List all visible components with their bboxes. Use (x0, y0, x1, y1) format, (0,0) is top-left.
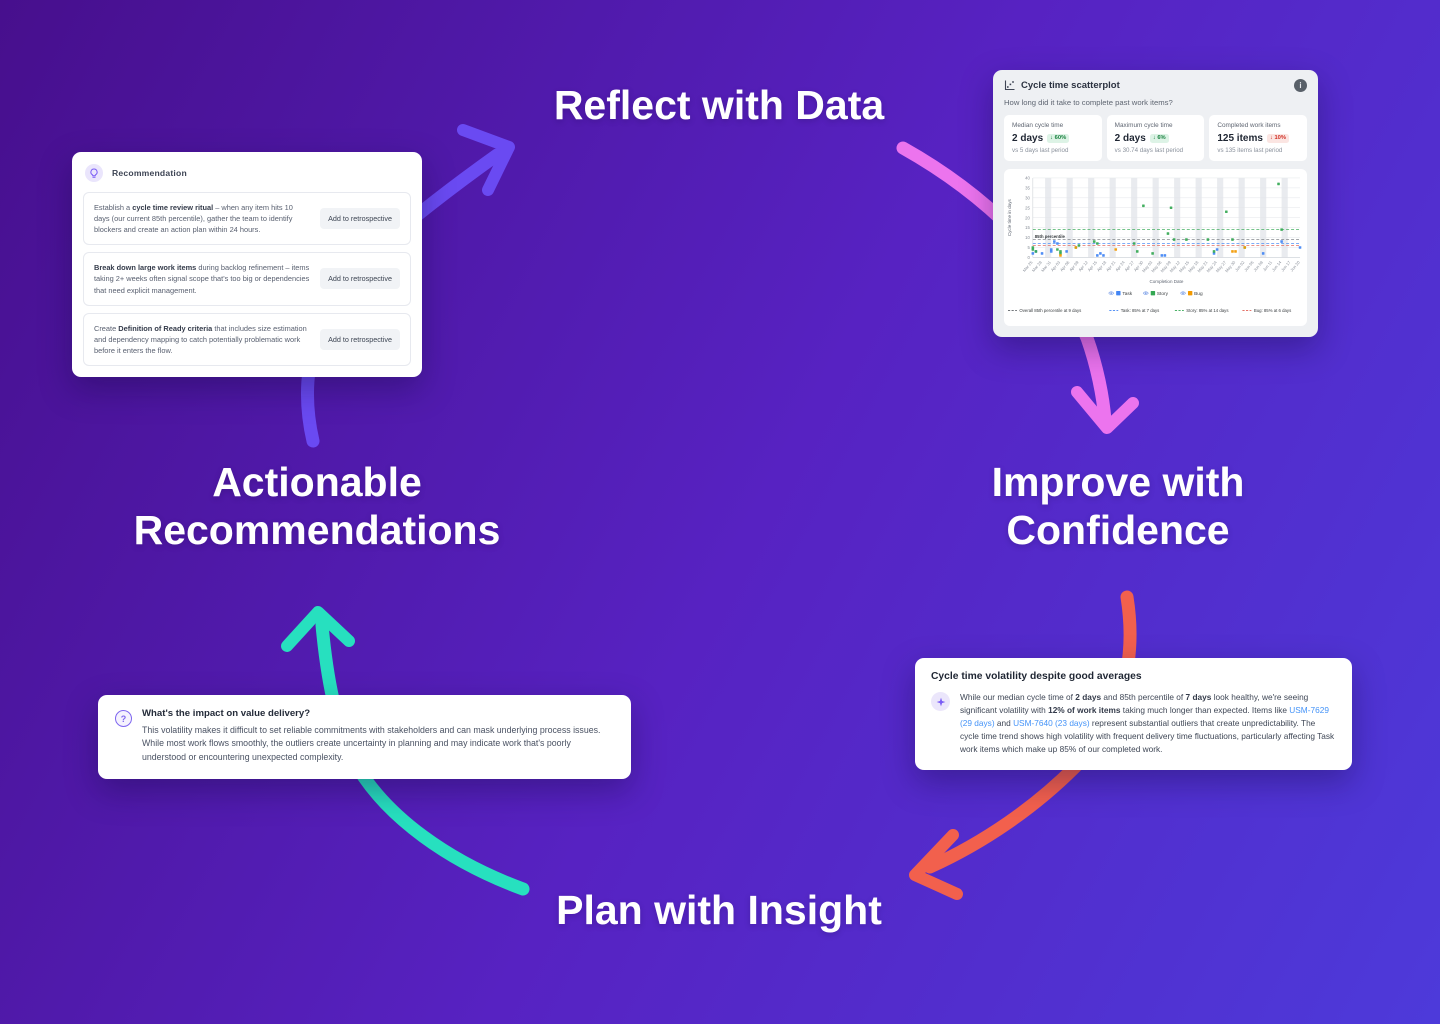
legend-item-story[interactable]: Story (1142, 291, 1169, 297)
headline-line: Actionable (212, 459, 422, 505)
stat-comparison: vs 5 days last period (1012, 147, 1069, 154)
stat-label: Completed work items (1217, 122, 1281, 129)
add-to-retrospective-button[interactable]: Add to retrospective (320, 328, 400, 350)
headline-line: Improve with (991, 459, 1245, 505)
stat-comparison: vs 135 items last period (1217, 147, 1283, 154)
inline-link[interactable]: USM-7629 (29 days) (960, 705, 1329, 729)
trend-badge: ↓ 60% (1047, 133, 1070, 143)
svg-text:Story: 85% at 14 days: Story: 85% at 14 days (1186, 308, 1228, 313)
reference-line-legend: Bug: 85% at 6 days (1242, 308, 1291, 313)
trend-badge: ↓ 10% (1266, 133, 1290, 143)
svg-text:35: 35 (1025, 185, 1030, 190)
stat-completed-work-items: Completed work items 125 items ↓ 10% vs … (1209, 115, 1308, 161)
svg-text:Bug: Bug (1194, 291, 1203, 297)
reference-line-legend: Overall 85th percentile at 9 days (1007, 308, 1081, 313)
legend-item-task[interactable]: Task (1108, 291, 1133, 297)
volatility-title: Cycle time volatility despite good avera… (931, 671, 1142, 682)
headline-line: Recommendations (133, 507, 501, 553)
svg-text:40: 40 (1025, 176, 1030, 181)
stat-median-cycle-time: Median cycle time 2 days ↓ 60% vs 5 days… (1004, 115, 1102, 161)
svg-text:20: 20 (1025, 215, 1030, 220)
svg-text:10: 10 (1025, 235, 1030, 240)
svg-text:30: 30 (1025, 195, 1030, 200)
stat-maximum-cycle-time: Maximum cycle time 2 days ↓ 6% vs 30.74 … (1106, 115, 1205, 161)
svg-text:5: 5 (1027, 245, 1030, 250)
volatility-insight-card: Cycle time volatility despite good avera… (915, 658, 1352, 771)
svg-text:Task: 85% at 7 days: Task: 85% at 7 days (1121, 308, 1160, 313)
impact-question-card: ? What's the impact on value delivery? T… (98, 695, 631, 780)
recommendation-text: Create Definition of Ready criteria that… (94, 323, 307, 355)
reference-line-legend: Story: 85% at 14 days (1174, 308, 1228, 313)
question-icon: ? (115, 710, 132, 727)
impact-title: What's the impact on value delivery? (142, 708, 311, 719)
recommendation-text: Establish a cycle time review ritual – w… (94, 203, 293, 235)
lightbulb-icon (85, 164, 103, 182)
headline-plan-with-insight: Plan with Insight (556, 887, 882, 933)
headline-improve-with-confidence: Improve with Confidence (992, 458, 1245, 554)
visibility-eye-icon (1142, 291, 1149, 296)
info-icon[interactable]: i (1294, 79, 1307, 92)
stat-label: Maximum cycle time (1114, 122, 1173, 129)
svg-text:Story: Story (1157, 291, 1169, 297)
stat-value: 125 items (1217, 132, 1263, 144)
recommendation-header: Recommendation (85, 164, 409, 182)
headline-line: Confidence (1006, 507, 1230, 553)
legend-item-bug[interactable]: Bug (1180, 291, 1203, 297)
recommendation-item: Break down large work items during backl… (83, 252, 411, 306)
volatility-body: While our median cycle time of 2 days an… (960, 692, 1335, 755)
svg-text:85th percentile: 85th percentile (1035, 234, 1066, 239)
visibility-eye-icon (1180, 291, 1187, 296)
svg-text:25: 25 (1025, 205, 1030, 210)
headline-reflect-with-data: Reflect with Data (553, 82, 885, 128)
visibility-eye-icon (1108, 291, 1115, 296)
add-to-retrospective-button[interactable]: Add to retrospective (320, 208, 400, 230)
svg-text:Cycle time in days: Cycle time in days (1007, 199, 1012, 237)
svg-text:Overall 85th percentile at 9 d: Overall 85th percentile at 9 days (1019, 308, 1081, 313)
svg-text:15: 15 (1025, 225, 1030, 230)
svg-text:Task: Task (1122, 291, 1132, 297)
svg-text:Bug: 85% at 6 days: Bug: 85% at 6 days (1254, 308, 1291, 313)
sparkle-icon (931, 692, 950, 711)
svg-text:0: 0 (1027, 255, 1030, 260)
stat-value: 2 days (1114, 132, 1146, 144)
scatterplot-card-title: Cycle time scatterplot (1021, 80, 1120, 91)
add-to-retrospective-button[interactable]: Add to retrospective (320, 268, 400, 290)
headline-actionable-recommendations: Actionable Recommendations (134, 458, 501, 554)
trend-badge: ↓ 6% (1149, 133, 1169, 143)
stat-value: 2 days (1012, 132, 1044, 144)
recommendation-title: Recommendation (112, 168, 187, 178)
impact-body: This volatility makes it difficult to se… (142, 725, 601, 762)
scatterplot-icon (1004, 80, 1015, 91)
stat-comparison: vs 30.74 days last period (1114, 147, 1184, 154)
recommendation-item: Establish a cycle time review ritual – w… (83, 192, 411, 246)
recommendation-card: Recommendation Establish a cycle time re… (72, 152, 422, 377)
stat-label: Median cycle time (1012, 122, 1064, 129)
svg-text:Jun 20: Jun 20 (1289, 259, 1301, 272)
scatterplot-subtitle: How long did it take to complete past wo… (1004, 98, 1173, 107)
svg-text:Completion Date: Completion Date (1149, 279, 1183, 284)
cycle-time-scatterplot-card: Cycle time scatterplot i How long did it… (993, 70, 1318, 337)
recommendation-text: Break down large work items during backl… (94, 263, 310, 295)
inline-link[interactable]: USM-7640 (23 days) (1013, 718, 1090, 729)
reference-line-legend: Task: 85% at 7 days (1109, 308, 1159, 313)
recommendation-item: Create Definition of Ready criteria that… (83, 312, 411, 366)
svg-text:Jun 11: Jun 11 (1262, 259, 1274, 272)
